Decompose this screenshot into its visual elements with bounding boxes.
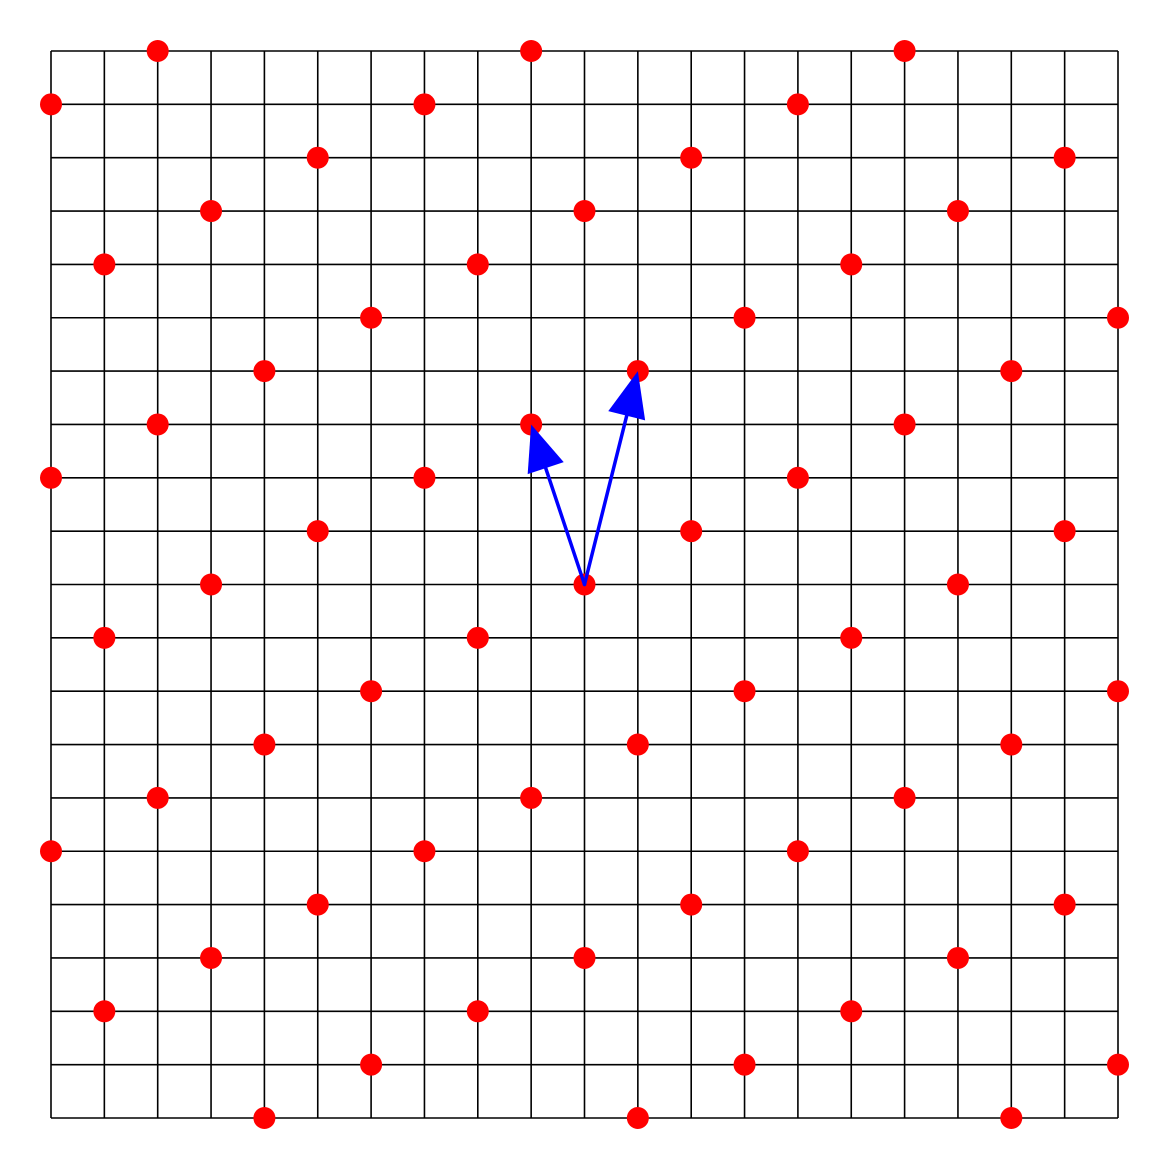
basis-vectors — [527, 371, 646, 587]
lattice-point — [306, 146, 329, 169]
lattice-points — [40, 40, 1129, 1129]
lattice-point — [893, 786, 916, 809]
lattice-point — [680, 520, 703, 543]
lattice-point — [733, 1053, 756, 1076]
lattice-point — [786, 466, 809, 489]
lattice-point — [946, 946, 969, 969]
lattice-point — [40, 93, 62, 116]
lattice-point — [200, 946, 223, 969]
lattice-point — [146, 413, 169, 436]
lattice-point — [573, 200, 596, 223]
lattice-point — [680, 146, 703, 169]
lattice-point — [1053, 893, 1076, 916]
basis-vector-b1 — [527, 424, 587, 587]
lattice-point — [40, 840, 62, 863]
lattice-point — [1053, 520, 1076, 543]
lattice-point — [733, 306, 756, 329]
lattice-point — [946, 573, 969, 596]
arrowhead — [608, 371, 646, 421]
lattice-point — [360, 1053, 383, 1076]
lattice-point — [253, 1107, 276, 1129]
lattice-point — [200, 200, 223, 223]
lattice-point — [840, 1000, 863, 1023]
lattice-point — [413, 840, 436, 863]
lattice-point — [680, 893, 703, 916]
lattice-point — [466, 626, 489, 649]
lattice-point — [360, 680, 383, 703]
lattice-point — [1107, 680, 1129, 703]
lattice-point — [360, 306, 383, 329]
lattice-point — [200, 573, 223, 596]
lattice-point — [520, 40, 543, 62]
lattice-point — [1000, 733, 1023, 756]
lattice-point — [93, 253, 116, 276]
lattice-point — [520, 786, 543, 809]
lattice-point — [1107, 1053, 1129, 1076]
lattice-point — [93, 1000, 116, 1023]
lattice-point — [893, 413, 916, 436]
lattice-point — [93, 626, 116, 649]
lattice-point — [413, 466, 436, 489]
vector-shaft — [543, 464, 587, 587]
lattice-point — [946, 200, 969, 223]
lattice-point — [573, 946, 596, 969]
arrowhead — [527, 424, 564, 475]
lattice-point — [840, 253, 863, 276]
lattice-point — [253, 360, 276, 383]
lattice-point — [786, 93, 809, 116]
lattice-point — [146, 786, 169, 809]
lattice-point — [786, 840, 809, 863]
lattice-point — [413, 93, 436, 116]
lattice-point — [626, 733, 649, 756]
lattice-point — [306, 520, 329, 543]
lattice-point — [1107, 306, 1129, 329]
lattice-point — [626, 1107, 649, 1129]
lattice-point — [840, 626, 863, 649]
lattice-point — [40, 466, 62, 489]
lattice-point — [893, 40, 916, 62]
lattice-point — [466, 1000, 489, 1023]
lattice-point — [146, 40, 169, 62]
lattice-point — [1000, 1107, 1023, 1129]
lattice-point — [1053, 146, 1076, 169]
lattice-point — [733, 680, 756, 703]
vector-shaft — [582, 412, 629, 587]
basis-vector-b2 — [582, 371, 646, 587]
lattice-point — [306, 893, 329, 916]
lattice-point — [1000, 360, 1023, 383]
lattice-point — [466, 253, 489, 276]
lattice-point — [253, 733, 276, 756]
